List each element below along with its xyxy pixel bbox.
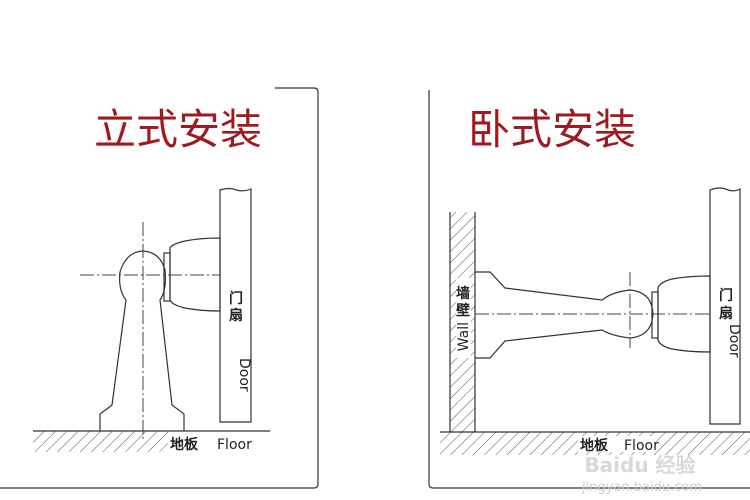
door-label-cn-1: 门	[719, 287, 733, 304]
floor-hatch	[33, 431, 168, 452]
floor-label-cn: 地板	[170, 436, 199, 453]
door	[219, 187, 252, 423]
vertical-install-panel: 立式安装 地板 Floor 门 扇 Door	[0, 87, 319, 489]
floor-label-cn: 地板	[580, 437, 609, 454]
door	[709, 187, 741, 425]
wall-label-cn: 壁	[456, 302, 470, 319]
baidu-watermark-logo: Baidu 经验	[584, 453, 695, 477]
panel-border	[0, 87, 319, 489]
watermark-url: jingyan.baidu.com	[581, 480, 702, 495]
door-label-cn: 扇	[229, 307, 243, 324]
horizontal-install-panel: 卧式安装 墙 壁 Wall 地板 Floor 门 扇 Door Baidu 经验…	[428, 90, 750, 495]
door-bumper	[657, 275, 711, 353]
vertical-stopper-body	[99, 250, 185, 431]
floor-label-en: Floor	[217, 437, 252, 453]
floor-label-bg	[578, 436, 654, 452]
panel-title: 立式安装	[94, 105, 262, 154]
door-label-cn-1: 门	[229, 290, 243, 307]
door-label-cn: 扇	[719, 305, 733, 322]
door-bumper	[169, 237, 221, 312]
floor-label-en: Floor	[624, 438, 659, 454]
panel-border	[428, 90, 750, 489]
door-label-en: Door	[726, 324, 742, 358]
wall-label-bg	[456, 278, 471, 358]
horizontal-stopper-body	[475, 271, 654, 359]
door-label-en: Door	[236, 358, 252, 392]
panel-title: 卧式安装	[468, 105, 636, 154]
wall-label-cn-1: 墙	[456, 285, 470, 302]
wall-label-en: Wall	[456, 322, 472, 351]
